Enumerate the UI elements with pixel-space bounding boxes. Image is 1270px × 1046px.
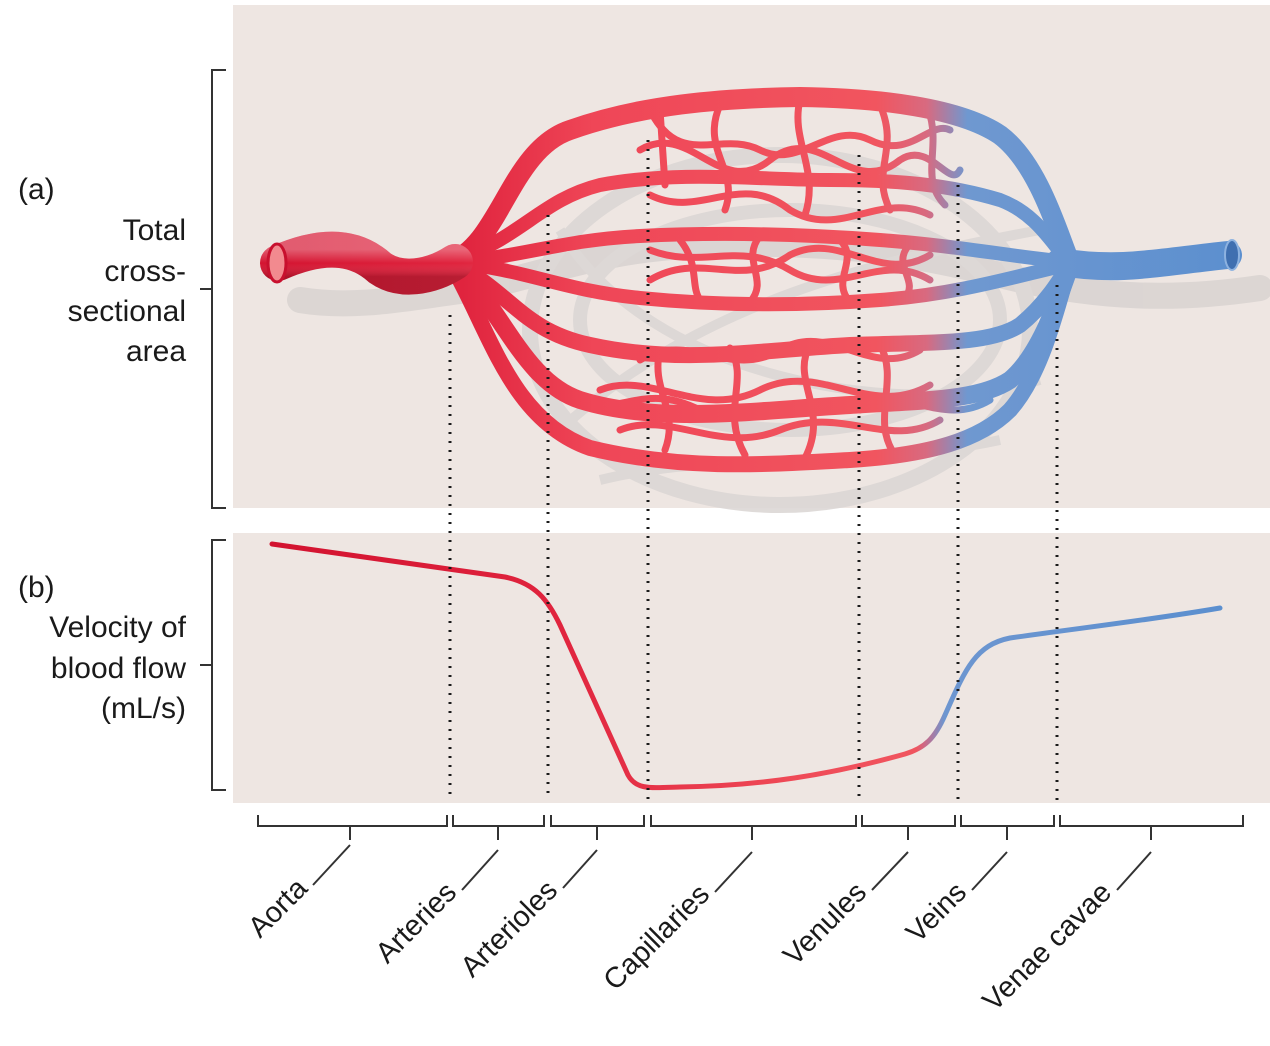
region-label-arterioles: Arterioles	[455, 874, 564, 983]
panel-b-axis-bracket	[200, 539, 226, 791]
region-dividers	[448, 140, 1059, 800]
panel-b-ylabel-line-1: Velocity of	[49, 611, 186, 644]
panel-b-label: (b)	[18, 571, 55, 604]
region-label-capillaries: Capillaries	[598, 878, 716, 996]
region-label-arteries: Arteries	[370, 876, 463, 969]
venae-cavae-vessel	[1046, 241, 1242, 281]
region-label-veins: Veins	[900, 876, 973, 949]
aorta-opening	[266, 242, 288, 284]
region-label-venules: Venules	[777, 876, 873, 972]
panel-a-label: (a)	[18, 173, 55, 206]
panel-a-ylabel-line-3: sectional	[68, 295, 186, 328]
region-label-venae-cavae: Venae cavae	[977, 876, 1118, 1017]
region-label-aorta: Aorta	[242, 872, 314, 944]
panel-a: (a) Total cross- sectional area	[18, 69, 1270, 513]
panel-b: (b) Velocity of blood flow (mL/s)	[18, 539, 1223, 791]
panel-a-axis-bracket	[200, 69, 226, 509]
panel-b-background	[233, 533, 1270, 803]
panel-b-ylabel-line-3: (mL/s)	[101, 692, 186, 725]
venae-cavae-opening	[1224, 239, 1240, 271]
region-ruler	[257, 815, 1244, 893]
vessel-network	[260, 86, 1242, 473]
panel-a-ylabel-line-4: area	[126, 335, 186, 368]
panel-a-ylabel-line-1: Total	[123, 214, 186, 247]
panel-b-ylabel-line-2: blood flow	[51, 652, 186, 685]
velocity-curve	[269, 541, 1223, 791]
panel-a-ylabel-line-2: cross-	[104, 255, 186, 288]
region-labels: Aorta Arteries Arterioles Capillaries Ve…	[242, 872, 1118, 1018]
